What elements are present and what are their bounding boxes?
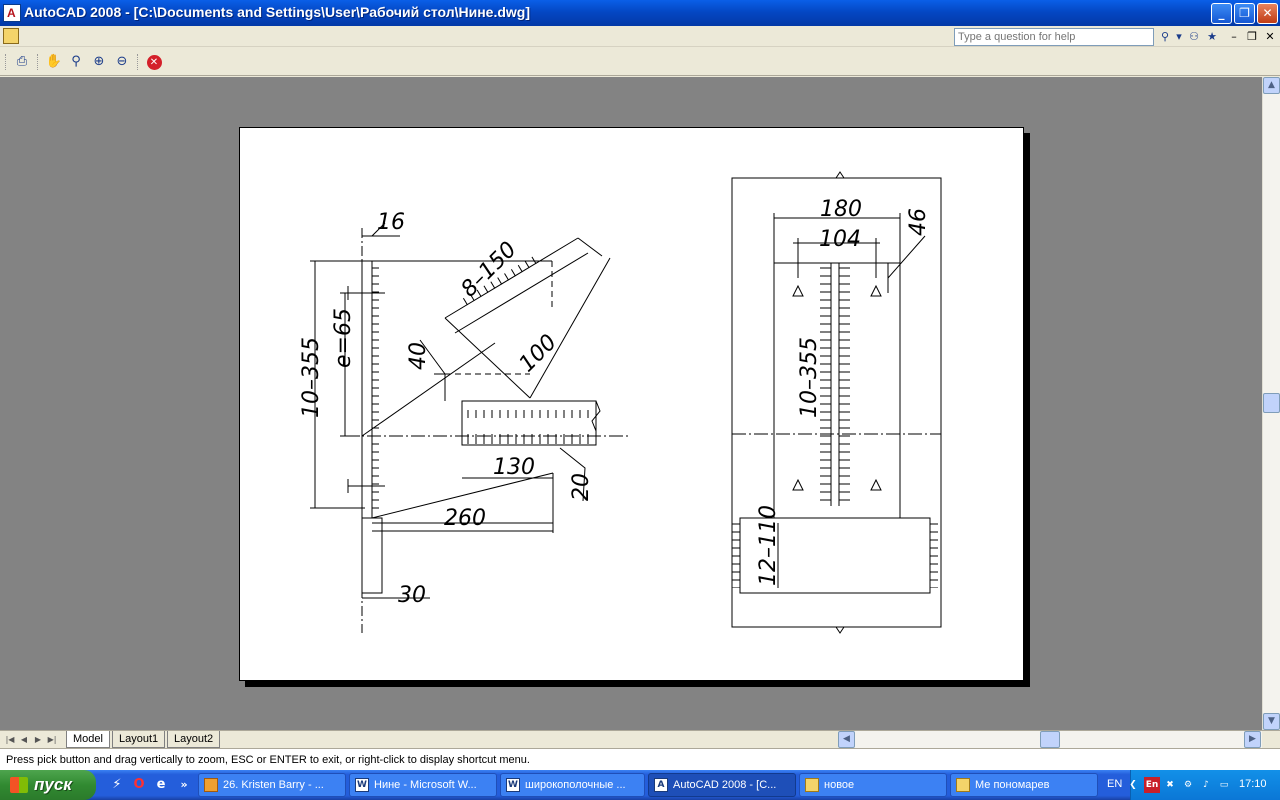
search-icon[interactable]: ⚲ — [1160, 30, 1170, 43]
pan-realtime-icon[interactable]: ✋ — [45, 54, 63, 69]
toolbar-separator — [37, 54, 39, 70]
tab-layout1[interactable]: Layout1 — [112, 731, 166, 748]
system-tray — [1130, 770, 1280, 800]
quick-launch-more[interactable]: » — [180, 778, 188, 791]
last-tab-icon[interactable]: ▶| — [47, 735, 57, 744]
task-label: 26. Kristen Barry - ... — [223, 779, 324, 791]
start-label: пуск — [34, 775, 72, 794]
task-autocad[interactable]: A AutoCAD 2008 - [C... — [648, 773, 796, 797]
communication-center-icon[interactable]: ⚇ — [1189, 30, 1199, 43]
task-folder-new[interactable]: новое — [799, 773, 947, 797]
scroll-up-icon[interactable]: ▲ — [1263, 77, 1280, 94]
internet-explorer-icon[interactable]: e — [156, 777, 166, 792]
tab-layout2[interactable]: Layout2 — [167, 731, 221, 748]
autocad-icon[interactable] — [3, 4, 21, 22]
task-media-player[interactable]: 26. Kristen Barry - ... — [198, 773, 346, 797]
tab-model[interactable]: Model — [66, 731, 110, 748]
dim-height-right: 10–355 — [797, 337, 822, 418]
clock: 17:10 — [1239, 778, 1267, 790]
autocad-icon: A — [654, 778, 668, 792]
network-icon[interactable]: ⚙ — [1183, 780, 1193, 790]
first-tab-icon[interactable]: |◀ — [5, 735, 15, 744]
task-label: AutoCAD 2008 - [C... — [673, 779, 777, 791]
minimize-button[interactable]: _ — [1211, 3, 1232, 24]
dim-46: 46 — [906, 208, 931, 236]
media-player-icon — [204, 778, 218, 792]
dim-40: 40 — [406, 342, 431, 370]
tray-lang-icon[interactable]: En — [1144, 777, 1160, 793]
window-title: AutoCAD 2008 - [C:\Documents and Setting… — [24, 4, 531, 20]
document-icon[interactable] — [3, 28, 19, 44]
left-view-geometry — [310, 222, 630, 633]
restore-button[interactable]: ❐ — [1234, 3, 1255, 24]
drawing-svg: 16 10–355 e=65 40 8–150 100 130 20 260 3… — [299, 171, 942, 634]
dim-16: 16 — [377, 210, 405, 235]
toolbar-grip[interactable] — [5, 54, 7, 70]
task-folder-ponomarev[interactable]: Ме пономарев — [950, 773, 1098, 797]
dim-height-left: 10–355 — [299, 337, 324, 418]
dim-180: 180 — [820, 197, 862, 222]
doc-restore-button[interactable]: ❐ — [1247, 30, 1257, 43]
horizontal-scrollbar[interactable]: ◀ ▶ — [838, 731, 1262, 748]
dim-130: 130 — [493, 455, 535, 480]
opera-icon[interactable]: O — [133, 777, 145, 792]
help-search-input[interactable] — [954, 28, 1154, 46]
dim-12-110: 12–110 — [756, 505, 781, 586]
zoom-window-icon[interactable]: ⊕ — [93, 54, 105, 69]
zoom-realtime-icon[interactable]: ⚲ — [71, 54, 81, 69]
task-label: новое — [824, 779, 855, 791]
windows-logo-icon — [10, 777, 28, 793]
vertical-scrollbar[interactable]: ▲ ▼ — [1262, 77, 1280, 730]
menu-bar: ⚲ ▾ ⚇ ★ – ❐ ✕ — [0, 26, 1280, 47]
dim-30: 30 — [398, 583, 426, 608]
volume-icon[interactable]: ♪ — [1203, 780, 1209, 790]
print-icon[interactable]: ⎙ — [16, 54, 28, 69]
close-preview-icon[interactable]: ✕ — [144, 52, 164, 72]
right-view-geometry — [731, 171, 942, 634]
doc-minimize-button[interactable]: – — [1231, 30, 1237, 43]
autocad-launch-icon[interactable]: ⚡ — [112, 777, 122, 792]
windows-taskbar: пуск ⚡ O e » 26. Kristen Barry - ... W Н… — [0, 770, 1280, 800]
word-icon: W — [355, 778, 369, 792]
dim-pitch: e=65 — [331, 308, 356, 368]
prev-tab-icon[interactable]: ◀ — [20, 735, 28, 744]
scroll-right-icon[interactable]: ▶ — [1244, 731, 1261, 748]
favorites-star-icon[interactable]: ★ — [1207, 30, 1217, 43]
zoom-previous-icon[interactable]: ⊖ — [116, 54, 128, 69]
zoom-toolbar: ⎙ ✋ ⚲ ⊕ ⊖ ✕ — [0, 48, 1280, 76]
task-word-wideflange[interactable]: W широкополочные ... — [500, 773, 645, 797]
toolbar-separator — [137, 54, 139, 70]
scroll-left-icon[interactable]: ◀ — [838, 731, 855, 748]
drawing-area[interactable]: 16 10–355 e=65 40 8–150 100 130 20 260 3… — [0, 77, 1262, 730]
start-button[interactable]: пуск — [0, 770, 96, 800]
tray-expand-icon[interactable]: ❮ — [1129, 780, 1137, 790]
word-icon: W — [506, 778, 520, 792]
folder-icon — [956, 778, 970, 792]
title-bar: AutoCAD 2008 - [C:\Documents and Setting… — [0, 0, 1280, 26]
dim-100: 100 — [515, 330, 562, 377]
language-indicator[interactable]: EN — [1107, 778, 1123, 790]
paper-sheet: 16 10–355 e=65 40 8–150 100 130 20 260 3… — [239, 127, 1024, 681]
task-label: Нине - Microsoft W... — [374, 779, 477, 791]
next-tab-icon[interactable]: ▶ — [34, 735, 42, 744]
command-line[interactable]: Press pick button and drag vertically to… — [0, 748, 1280, 770]
horizontal-scroll-thumb[interactable] — [1040, 731, 1060, 748]
layout-tabs-bar: |◀ ◀ ▶ ▶| Model Layout1 Layout2 ◀ ▶ — [0, 730, 1280, 748]
monitor-icon[interactable]: ▭ — [1219, 780, 1229, 790]
chevron-down-icon[interactable]: ▾ — [1176, 30, 1182, 43]
antivirus-icon[interactable]: ✖ — [1166, 780, 1174, 790]
vertical-scroll-thumb[interactable] — [1263, 393, 1280, 413]
dim-20: 20 — [569, 473, 594, 501]
folder-icon — [805, 778, 819, 792]
scroll-down-icon[interactable]: ▼ — [1263, 713, 1280, 730]
task-word-nine[interactable]: W Нине - Microsoft W... — [349, 773, 497, 797]
doc-close-button[interactable]: ✕ — [1265, 30, 1275, 43]
task-label: Ме пономарев — [975, 779, 1050, 791]
task-label: широкополочные ... — [525, 779, 626, 791]
close-button[interactable]: ✕ — [1257, 3, 1278, 24]
dim-260: 260 — [444, 506, 486, 531]
dim-104: 104 — [819, 227, 861, 252]
